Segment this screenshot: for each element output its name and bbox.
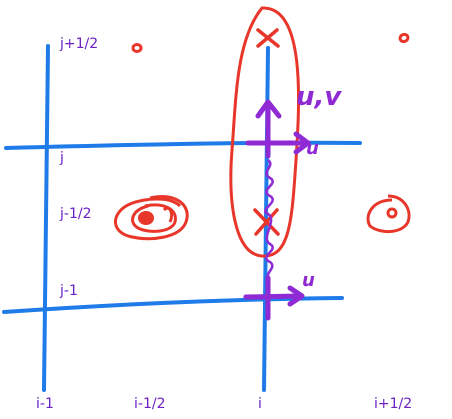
cell-center-circles [114,32,411,241]
cell-center-circle-right [366,194,411,233]
grid-line-vertical-i-minus-1 [42,44,50,392]
annotation-uv: u,v [296,82,342,112]
u-arrow-right-lower-head [287,285,305,307]
annotation-u-upper: u [306,138,319,159]
cell-center-tail-mark [162,206,174,223]
row-label-j-plus-half: j+1/2 [60,36,99,52]
face-group-ellipse [229,6,301,258]
annotation-u-lower: u [302,270,315,291]
v-arrow-up-head [255,99,282,119]
col-label-i-minus-1: i-1 [36,396,54,412]
cell-center-dot-top-right [398,32,410,44]
velocity-arrows [243,99,311,321]
col-label-i-minus-half: i-1/2 [134,396,166,412]
cell-center-filled-dot [138,211,154,225]
x-marker-top [256,28,280,48]
cell-center-dot-top-middle [131,43,143,53]
cell-center-circle-right-inner [386,207,398,219]
row-label-j-minus-1: j-1 [60,283,78,299]
interpolation-squiggle [264,159,274,281]
col-label-i: i [258,396,262,412]
x-marker-middle [253,208,280,236]
col-label-i-plus-half: i+1/2 [374,396,413,412]
row-label-j: j [60,150,64,166]
row-label-j-minus-half: j-1/2 [60,206,92,222]
grid-line-horizontal-j [4,140,362,150]
cell-center-circle-middle [114,195,189,241]
u-arrow-right-upper-head [293,131,311,155]
